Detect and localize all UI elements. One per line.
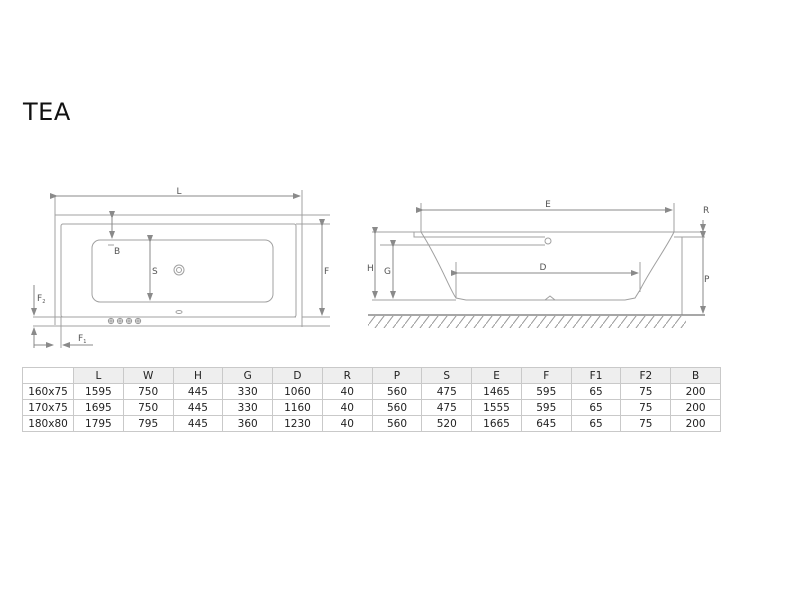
header-R: R [321, 367, 373, 384]
header-W: W [122, 367, 174, 384]
cell: 1160 [272, 399, 323, 416]
label-L: L [176, 187, 181, 197]
dimensions-table: L W H G D R P S E F F1 F2 B 160x75 1595 … [22, 367, 721, 432]
cell: 330 [222, 399, 274, 416]
cell: 75 [620, 383, 672, 400]
cell: 75 [620, 399, 672, 416]
cell: 40 [321, 399, 373, 416]
cell: 475 [421, 399, 473, 416]
table-row: 180x80 1795 795 445 360 1230 40 560 520 … [22, 415, 721, 432]
cell: 65 [570, 383, 622, 400]
floor-hatch [368, 316, 686, 328]
header-E: E [471, 367, 522, 384]
label-S: S [152, 267, 158, 277]
label-E: E [545, 200, 551, 210]
cell: 1230 [272, 415, 323, 432]
cell: 360 [222, 415, 274, 432]
label-G: G [384, 267, 391, 277]
cell: 200 [670, 399, 721, 416]
label-F2: F2 [37, 294, 45, 305]
cell: 200 [670, 383, 721, 400]
cell: 65 [570, 415, 622, 432]
label-H: H [367, 264, 374, 274]
technical-drawing: L B S F F2 F1 E R D [31, 187, 710, 348]
header-B: B [670, 367, 721, 384]
cell: 40 [321, 383, 373, 400]
product-title: TEA [23, 98, 71, 126]
cell: 75 [620, 415, 672, 432]
header-L: L [73, 367, 124, 384]
cell: 445 [172, 383, 224, 400]
table-header-row: L W H G D R P S E F F1 F2 B [22, 367, 721, 384]
cell: 65 [570, 399, 622, 416]
cell: 1595 [73, 383, 124, 400]
header-H: H [172, 367, 224, 384]
jet-icons [107, 317, 142, 325]
label-F: F [324, 267, 329, 277]
header-F2: F2 [620, 367, 672, 384]
cell: 445 [172, 399, 224, 416]
table-row: 170x75 1695 750 445 330 1160 40 560 475 … [22, 399, 721, 416]
row-size: 170x75 [22, 399, 74, 416]
cell: 200 [670, 415, 721, 432]
header-P: P [371, 367, 423, 384]
cell: 1060 [272, 383, 323, 400]
table-row: 160x75 1595 750 445 330 1060 40 560 475 … [22, 383, 721, 400]
label-F1: F1 [78, 334, 86, 345]
top-view [31, 190, 330, 348]
cell: 560 [371, 415, 423, 432]
cell: 1695 [73, 399, 124, 416]
cell: 520 [421, 415, 473, 432]
cell: 1555 [471, 399, 522, 416]
cell: 445 [172, 415, 224, 432]
header-corner [22, 367, 74, 384]
cell: 750 [122, 399, 174, 416]
label-D: D [540, 263, 547, 273]
cell: 1665 [471, 415, 522, 432]
cell: 40 [321, 415, 373, 432]
cell: 475 [421, 383, 473, 400]
header-D: D [272, 367, 323, 384]
cell: 560 [371, 399, 423, 416]
cell: 1465 [471, 383, 522, 400]
row-size: 180x80 [22, 415, 74, 432]
label-R: R [703, 206, 709, 216]
cell: 330 [222, 383, 274, 400]
label-B: B [114, 247, 120, 257]
header-F1: F1 [570, 367, 622, 384]
cell: 645 [520, 415, 572, 432]
cell: 795 [122, 415, 174, 432]
cell: 595 [520, 383, 572, 400]
side-view [368, 203, 706, 328]
cell: 595 [520, 399, 572, 416]
cell: 560 [371, 383, 423, 400]
cell: 750 [122, 383, 174, 400]
header-S: S [421, 367, 473, 384]
header-G: G [222, 367, 274, 384]
cell: 1795 [73, 415, 124, 432]
row-size: 160x75 [22, 383, 74, 400]
header-F: F [520, 367, 572, 384]
label-P: P [704, 275, 710, 285]
